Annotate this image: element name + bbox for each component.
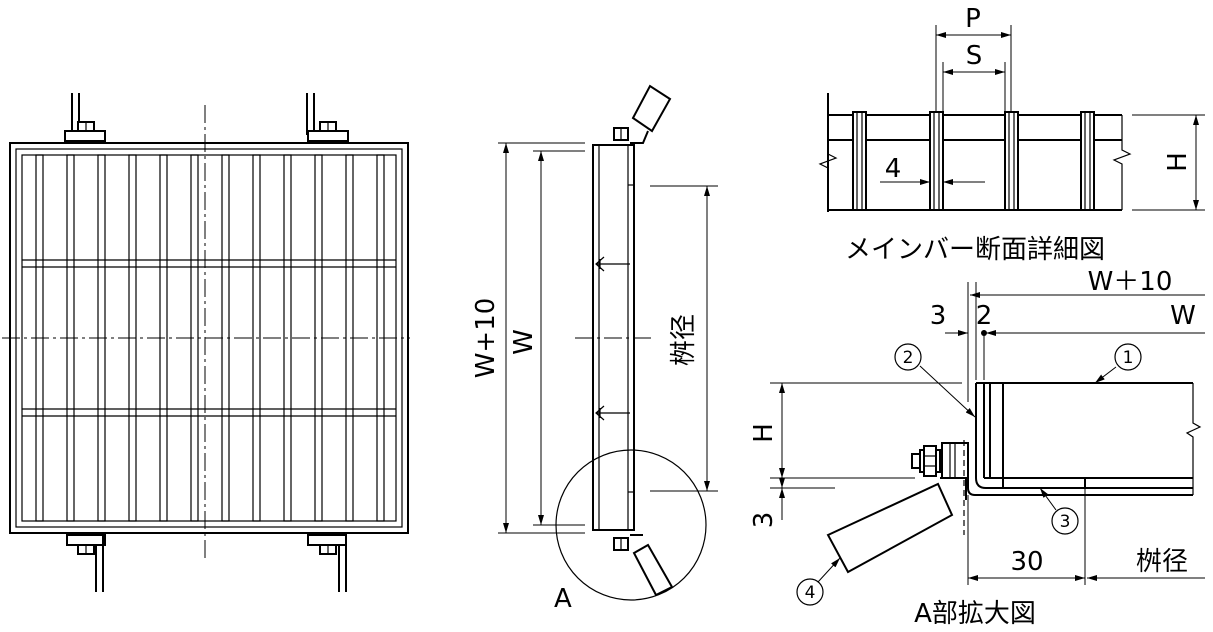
section-bar-2 bbox=[929, 111, 944, 211]
side-hinge-top bbox=[613, 84, 672, 144]
dimension-pitch: P bbox=[935, 4, 1012, 112]
plan-main-bar bbox=[376, 154, 385, 522]
side-bar-mark-lower bbox=[595, 405, 630, 421]
plan-main-bar bbox=[128, 154, 137, 522]
section-bar-1 bbox=[852, 111, 867, 211]
label-enlarged-height: H bbox=[749, 423, 779, 443]
plan-main-bar bbox=[190, 154, 199, 522]
label-gap-3: 3 bbox=[930, 301, 947, 331]
dimension-enlarged-outer-width: W＋10 bbox=[970, 267, 1205, 298]
dimension-plate-3: 3 bbox=[749, 455, 785, 529]
plan-bracket-top-right bbox=[306, 93, 349, 143]
callout-1: 1 bbox=[1094, 343, 1142, 384]
label-section-height: H bbox=[1163, 152, 1193, 172]
dimension-height: H bbox=[1132, 114, 1205, 211]
plan-frame-inner-edge-1 bbox=[15, 148, 403, 528]
label-length-30: 30 bbox=[1010, 547, 1043, 577]
svg-text:1: 1 bbox=[1123, 348, 1134, 368]
dimension-enlarged-height: H bbox=[749, 382, 962, 489]
callout-4: 4 bbox=[796, 557, 841, 606]
dimension-enlarged-basin: 桝径 bbox=[1087, 547, 1205, 581]
dimension-thickness: 4 bbox=[880, 154, 985, 185]
dimension-gap-3: 3 bbox=[930, 301, 968, 336]
side-bar-mark-upper bbox=[595, 256, 630, 272]
enlarged-detail-A: W＋10 W 3 2 bbox=[749, 267, 1205, 629]
section-bar-3 bbox=[1004, 111, 1019, 211]
section-bar-4 bbox=[1080, 111, 1095, 211]
label-enlarged-basin: 桝径 bbox=[1136, 547, 1188, 577]
section-break-right bbox=[1112, 115, 1132, 210]
plan-main-bar bbox=[35, 154, 44, 522]
label-inner-width: W bbox=[509, 329, 539, 355]
plan-main-bar bbox=[97, 154, 106, 522]
label-enlarged-inner-width: W bbox=[1170, 301, 1196, 331]
callout-2: 2 bbox=[894, 343, 976, 418]
dimension-inner-width: W bbox=[509, 150, 585, 526]
plan-main-bar bbox=[283, 154, 292, 522]
dimension-space: S bbox=[942, 41, 1006, 112]
plan-main-bar bbox=[252, 154, 261, 522]
dimension-enlarged-inner-width: W bbox=[986, 301, 1205, 336]
enlarged-bottom-pad bbox=[1002, 477, 1086, 489]
plan-main-bars bbox=[35, 154, 385, 522]
dimension-gap-2: 2 bbox=[976, 301, 993, 336]
plan-frame-inner-edge-2 bbox=[21, 154, 397, 522]
callout-3: 3 bbox=[1039, 487, 1079, 535]
enlarged-detail-title: A部拡大図 bbox=[914, 599, 1036, 629]
plan-outer-frame bbox=[9, 142, 409, 534]
plan-view bbox=[2, 93, 410, 592]
plan-main-bar bbox=[345, 154, 354, 522]
dimension-basin-diameter: 桝径 bbox=[650, 185, 718, 492]
plan-bracket-top-left bbox=[64, 93, 106, 143]
label-basin-diameter: 桝径 bbox=[669, 314, 699, 366]
svg-text:3: 3 bbox=[1060, 512, 1071, 532]
side-view: A W+10 W 桝径 bbox=[471, 84, 718, 614]
plan-bracket-bottom-left bbox=[66, 533, 106, 592]
label-thickness: 4 bbox=[885, 154, 902, 184]
label-pitch: P bbox=[965, 4, 981, 34]
svg-text:2: 2 bbox=[903, 348, 914, 368]
dimension-outer-width: W+10 bbox=[471, 142, 585, 534]
section-detail: P S 4 H メインバー断面詳細図 bbox=[818, 4, 1205, 265]
plan-main-bar bbox=[221, 154, 230, 522]
section-detail-title: メインバー断面詳細図 bbox=[845, 235, 1105, 265]
dimension-length-30: 30 bbox=[968, 547, 1085, 581]
label-plate-3: 3 bbox=[749, 512, 779, 529]
plan-bracket-bottom-right bbox=[307, 533, 347, 592]
label-enlarged-outer-width: W＋10 bbox=[1088, 267, 1173, 297]
label-space: S bbox=[966, 41, 983, 71]
enlarged-handle-4 bbox=[826, 477, 967, 574]
plan-cross-bars bbox=[22, 259, 396, 417]
side-hinge-bottom bbox=[613, 534, 674, 597]
enlarged-break-right bbox=[1185, 383, 1202, 495]
svg-text:4: 4 bbox=[805, 583, 816, 603]
plan-main-bar bbox=[314, 154, 323, 522]
enlarged-frame bbox=[967, 382, 1202, 496]
label-gap-2: 2 bbox=[976, 301, 993, 331]
detail-label-A: A bbox=[554, 584, 572, 614]
section-break-left bbox=[818, 153, 838, 169]
label-outer-width: W+10 bbox=[471, 298, 501, 379]
plan-main-bar bbox=[66, 154, 75, 522]
plan-main-bar bbox=[159, 154, 168, 522]
